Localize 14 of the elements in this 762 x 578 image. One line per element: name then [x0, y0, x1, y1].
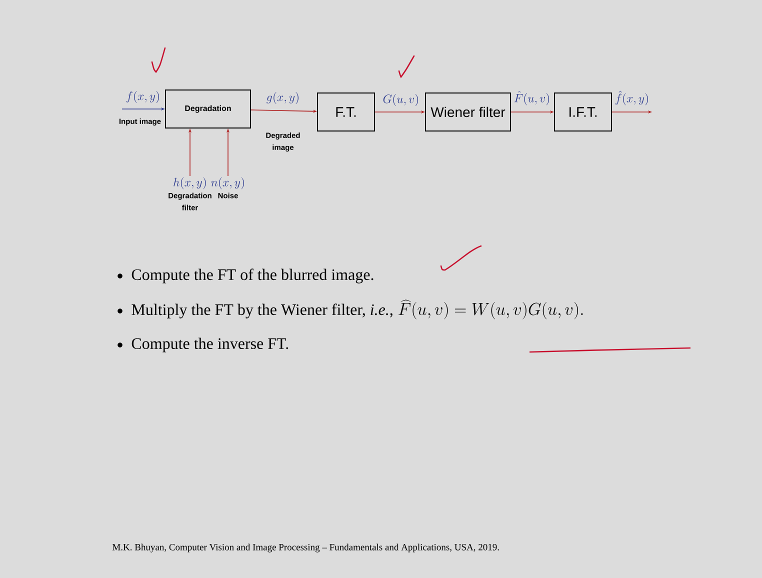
citation-text: M.K. Bhuyan, Computer Vision and Image Processing – Fundamentals and Applications, USA, 2019.: [112, 544, 499, 552]
edge-label: $f(x,y)$: [126, 91, 159, 103]
process-box: I.F.T.: [554, 92, 612, 132]
edge-label: $G(u,v)$: [383, 94, 418, 106]
process-box: Degradation: [165, 90, 251, 128]
process-box: Wiener filter: [425, 92, 511, 132]
bullet-text: Compute the inverse FT.: [132, 338, 288, 352]
edge-label: $\hat{F}(u,v)$: [514, 90, 550, 106]
process-box: F.T.: [317, 92, 375, 132]
edge-label: $\hat{f}(x,y)$: [615, 90, 648, 106]
bullet-text: Multiply the FT by the Wiener filter, i.e.,: [132, 304, 392, 318]
bullet-text: Compute the FT of the blurred image.: [132, 268, 374, 284]
edge-label: $g(x,y)$: [266, 92, 298, 104]
formula: $\widehat{F}(u,v) = W(u,v)G(u,v).$: [398, 300, 583, 320]
